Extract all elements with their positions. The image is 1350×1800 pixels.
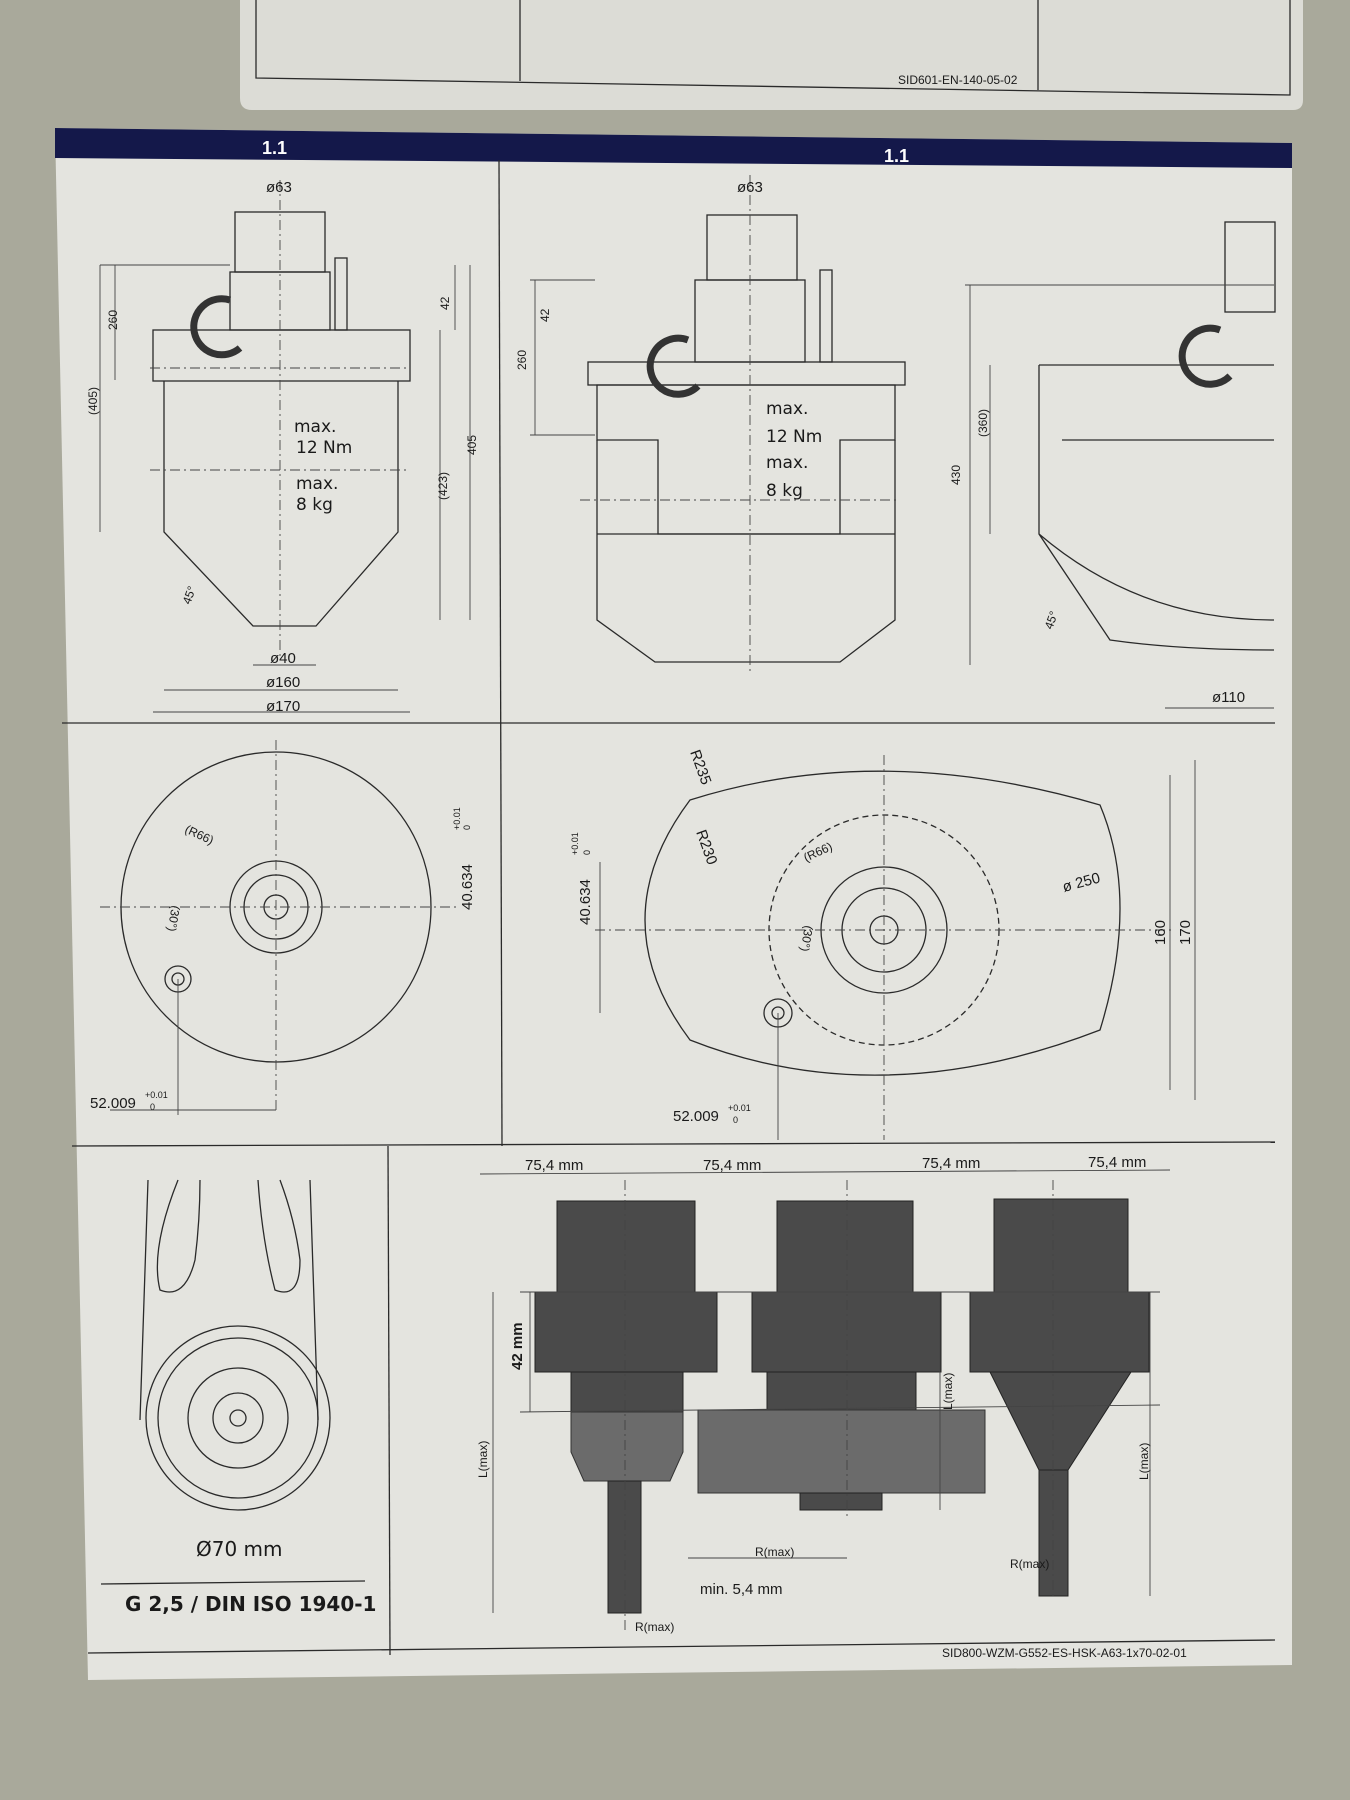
side-view-right: ø63 42 260 max. 12 Nm max. 8 kg (360) 43… — [515, 175, 1276, 709]
rmax-3: R(max) — [1010, 1557, 1049, 1571]
torque-label: 12 Nm — [296, 438, 352, 458]
top-label: SID601-EN-140-05-02 — [240, 0, 1303, 110]
dim-405-ref: (405) — [86, 387, 100, 415]
angle-45: 45° — [180, 584, 199, 606]
tol-lower: 0 — [733, 1115, 738, 1125]
dim-360-ref: (360) — [976, 409, 990, 437]
lmax-3: L(max) — [1137, 1443, 1151, 1480]
dim-405: 405 — [465, 435, 479, 455]
max-label-2: max. — [296, 474, 338, 494]
dim-42: 42 — [438, 296, 452, 310]
dim-160: 160 — [1152, 920, 1169, 945]
header-right-label: 1.1 — [884, 146, 909, 166]
dim-42mm: 42 mm — [509, 1322, 526, 1370]
tool-holders-view: 75,4 mm 75,4 mm 75,4 mm 75,4 mm 42 mm L(… — [476, 1154, 1171, 1634]
dim-d63: ø63 — [737, 179, 763, 196]
rmax-1: R(max) — [635, 1620, 674, 1634]
spacing-2: 75,4 mm — [703, 1157, 761, 1174]
top-view-right: R235 R230 (R66) (30°) 40.634 +0.01 0 ø 2… — [570, 748, 1196, 1140]
tol-lower: 0 — [150, 1102, 155, 1112]
torque-label: 12 Nm — [766, 427, 822, 447]
top-label-code: SID601-EN-140-05-02 — [898, 73, 1018, 87]
dim-260: 260 — [515, 350, 529, 370]
gripper-view: Ø70 mm G 2,5 / DIN ISO 1940-1 — [100, 1179, 376, 1616]
dim-430: 430 — [949, 465, 963, 485]
lmax-1: L(max) — [476, 1441, 490, 1478]
min-clearance: min. 5,4 mm — [700, 1581, 783, 1598]
balance-grade: G 2,5 / DIN ISO 1940-1 — [125, 1592, 376, 1616]
sheet-header-bar — [55, 128, 1292, 168]
dim-d40: ø40 — [270, 650, 296, 667]
dim-52009: 52.009 — [673, 1108, 719, 1125]
dim-423-ref: (423) — [436, 472, 450, 500]
gripper-diameter: Ø70 mm — [196, 1537, 283, 1561]
angle-30: (30°) — [165, 904, 183, 932]
dim-170: 170 — [1177, 920, 1194, 945]
tol-lower: 0 — [462, 825, 472, 830]
max-label-1: max. — [766, 399, 808, 419]
spacing-3: 75,4 mm — [922, 1155, 980, 1172]
tol-upper: +0.01 — [728, 1103, 751, 1113]
dim-40634: 40.634 — [459, 864, 476, 910]
tol-upper: +0.01 — [452, 807, 462, 830]
angle-30: (30°) — [798, 924, 816, 952]
footer-code: SID800-WZM-G552-ES-HSK-A63-1x70-02-01 — [942, 1646, 1187, 1660]
dim-52009: 52.009 — [90, 1095, 136, 1112]
dim-d110: ø110 — [1212, 689, 1245, 706]
dim-260: 260 — [106, 310, 120, 330]
dim-d160: ø160 — [266, 674, 300, 691]
holder-1-flange — [534, 1291, 718, 1373]
max-label-1: max. — [294, 417, 336, 437]
max-label-2: max. — [766, 453, 808, 473]
dim-40634: 40.634 — [577, 879, 594, 925]
dim-d63: ø63 — [266, 179, 292, 196]
tol-upper: +0.01 — [145, 1090, 168, 1100]
header-left-label: 1.1 — [262, 138, 287, 158]
tol-lower: 0 — [582, 850, 592, 855]
weight-label: 8 kg — [296, 495, 333, 515]
side-view-left: ø63 260 (405) 42 max. 12 Nm max. 8 kg (4… — [86, 179, 479, 715]
spacing-4: 75,4 mm — [1088, 1154, 1146, 1171]
holder-1-taper — [556, 1200, 696, 1293]
rmax-2: R(max) — [755, 1545, 794, 1559]
tol-upper: +0.01 — [570, 832, 580, 855]
angle-45: 45° — [1042, 609, 1061, 631]
weight-label: 8 kg — [766, 481, 803, 501]
lmax-2: L(max) — [941, 1373, 955, 1410]
dim-42: 42 — [538, 308, 552, 322]
spacing-1: 75,4 mm — [525, 1157, 583, 1174]
dim-d170: ø170 — [266, 698, 300, 715]
